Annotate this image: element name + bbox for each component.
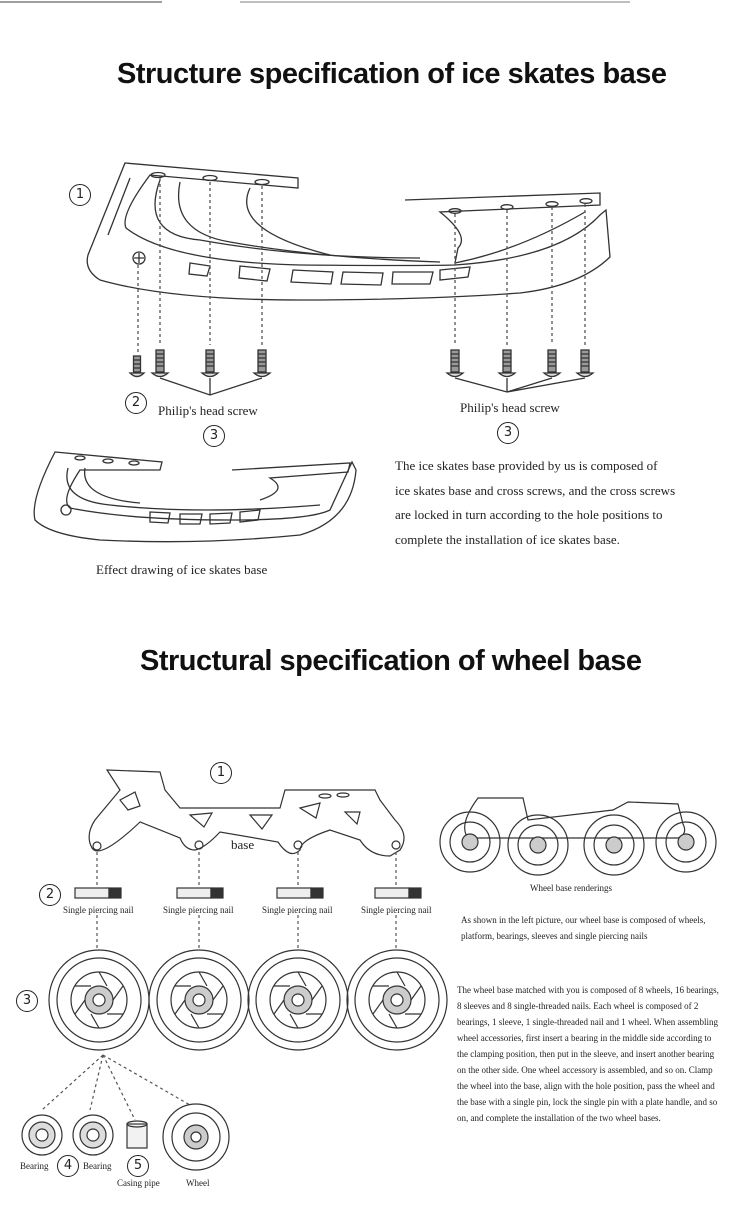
ice-section-title: Structure specification of ice skates ba… bbox=[117, 58, 667, 90]
marker-3-ice-right: 3 bbox=[497, 422, 519, 444]
left-picture-line: platform, bearings, sleeves and single p… bbox=[461, 931, 648, 941]
left-picture-line: As shown in the left picture, our wheel … bbox=[461, 915, 706, 925]
part-label-casing-pipe: Casing pipe bbox=[117, 1178, 160, 1188]
nail-label: Single piercing nail bbox=[63, 905, 134, 915]
part-label-wheel: Wheel bbox=[186, 1178, 210, 1188]
ice-description-line: are locked in turn according to the hole… bbox=[395, 507, 663, 522]
wheel-description-line: the base with a single pin, lock the sin… bbox=[457, 1097, 718, 1107]
screw-label-right: Philip's head screw bbox=[460, 400, 560, 415]
marker-3-ice-left: 3 bbox=[203, 425, 225, 447]
wheel-description-line: the clamping position, then put in the s… bbox=[457, 1049, 715, 1059]
renderings-caption: Wheel base renderings bbox=[530, 883, 612, 893]
wheel-description-line: on the other side. One wheel accessory i… bbox=[457, 1065, 713, 1075]
nail-label: Single piercing nail bbox=[361, 905, 432, 915]
marker-5-wheel: 5 bbox=[127, 1155, 149, 1177]
wheel-description-line: wheel accessories, first insert a bearin… bbox=[457, 1033, 712, 1043]
marker-1-ice: 1 bbox=[69, 184, 91, 206]
marker-3-wheel: 3 bbox=[16, 990, 38, 1012]
screw-label-left: Philip's head screw bbox=[158, 403, 258, 418]
wheel-description-line: 8 sleeves and 8 single-threaded nails. E… bbox=[457, 1001, 699, 1011]
marker-4-wheel: 4 bbox=[57, 1155, 79, 1177]
nail-label: Single piercing nail bbox=[262, 905, 333, 915]
wheel-description-line: The wheel base matched with you is compo… bbox=[457, 985, 719, 995]
nail-label: Single piercing nail bbox=[163, 905, 234, 915]
ice-skate-diagram bbox=[0, 1, 630, 543]
left-picture-note: As shown in the left picture, our wheel … bbox=[461, 912, 750, 944]
wheel-description-line: the wheel into the base, align with the … bbox=[457, 1081, 715, 1091]
marker-2-wheel: 2 bbox=[39, 884, 61, 906]
ice-description-line: ice skates base and cross screws, and th… bbox=[395, 482, 676, 498]
wheel-description-line: bearings, 1 sleeve, 1 single-threaded na… bbox=[457, 1017, 719, 1027]
part-label-bearing: Bearing bbox=[20, 1161, 49, 1171]
ice-description: The ice skates base provided by us is co… bbox=[395, 454, 740, 552]
wheel-description-line: on, and complete the installation of the… bbox=[457, 1113, 661, 1123]
base-label: base bbox=[231, 837, 255, 852]
part-label-bearing: Bearing bbox=[83, 1161, 112, 1171]
wheel-description: The wheel base matched with you is compo… bbox=[457, 982, 750, 1126]
effect-drawing-caption: Effect drawing of ice skates base bbox=[96, 562, 268, 577]
ice-description-line: complete the installation of ice skates … bbox=[395, 531, 620, 547]
wheel-section-title: Structural specification of wheel base bbox=[140, 645, 642, 677]
ice-description-line: The ice skates base provided by us is co… bbox=[395, 458, 658, 473]
marker-2-ice: 2 bbox=[125, 392, 147, 414]
marker-1-wheel: 1 bbox=[210, 762, 232, 784]
